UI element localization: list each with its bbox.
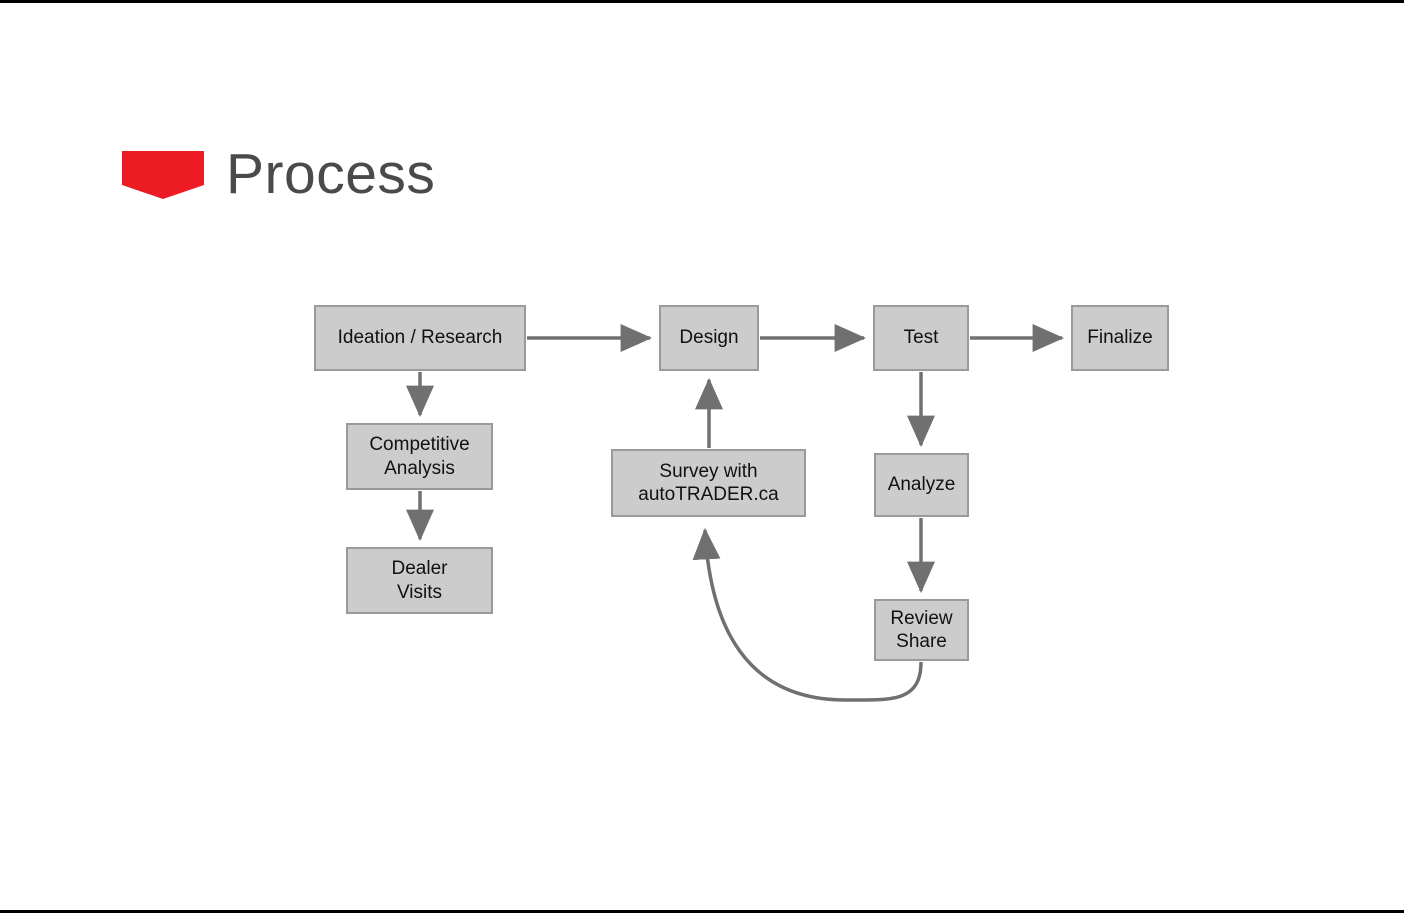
node-ideation-research[interactable]: Ideation / Research xyxy=(314,305,526,371)
node-test[interactable]: Test xyxy=(873,305,969,371)
red-pennant-badge-icon xyxy=(122,150,204,199)
node-design[interactable]: Design xyxy=(659,305,759,371)
node-dealer-visits[interactable]: Dealer Visits xyxy=(346,547,493,614)
node-review-share[interactable]: Review Share xyxy=(874,599,969,661)
process-flowchart: Ideation / Research Design Test Finalize… xyxy=(0,3,1404,910)
node-finalize[interactable]: Finalize xyxy=(1071,305,1169,371)
node-survey-autotrader[interactable]: Survey with autoTRADER.ca xyxy=(611,449,806,517)
slide-header: Process xyxy=(122,146,435,203)
node-competitive-analysis[interactable]: Competitive Analysis xyxy=(346,423,493,490)
page-title: Process xyxy=(226,142,436,206)
node-analyze[interactable]: Analyze xyxy=(874,453,969,517)
